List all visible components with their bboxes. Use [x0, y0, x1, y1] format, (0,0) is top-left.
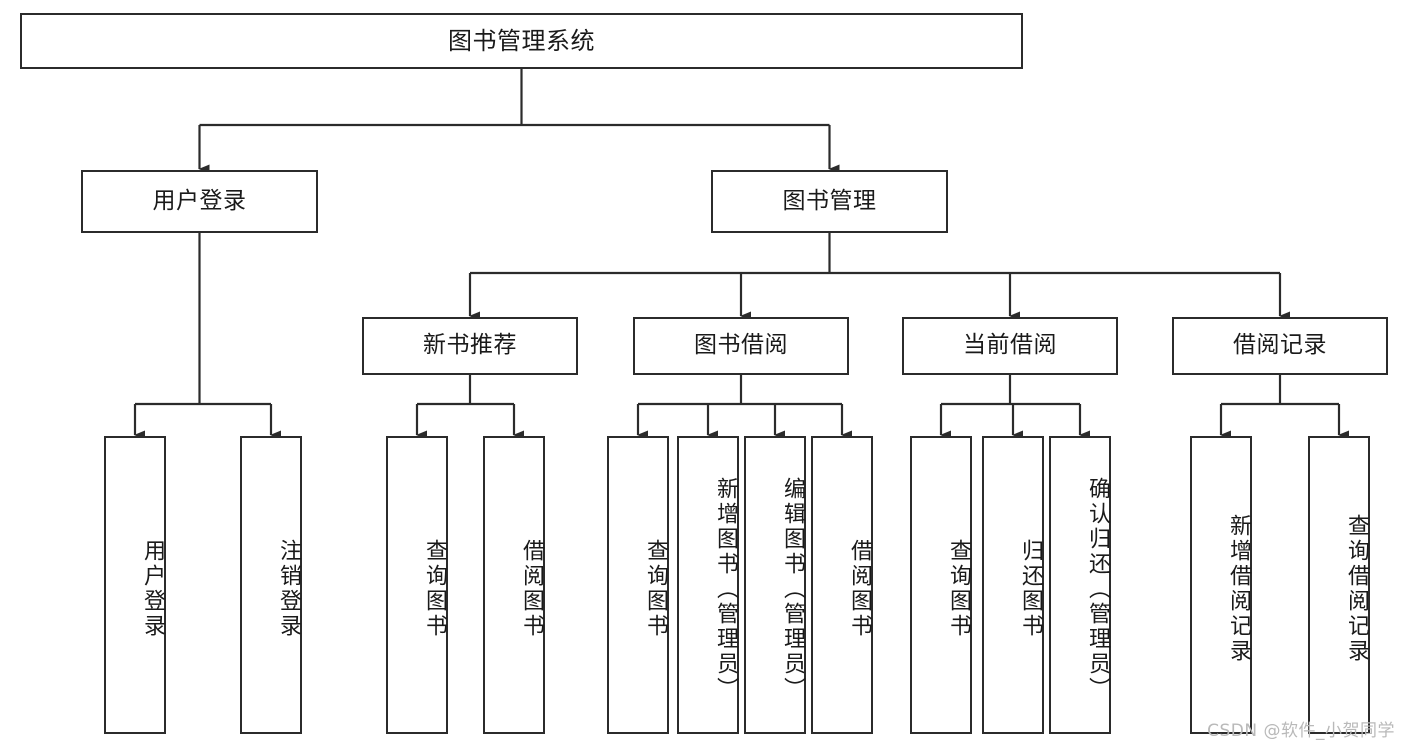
node-label: 用户登录 — [140, 539, 165, 639]
node-leaf12[interactable]: 新增借阅记录 — [1190, 436, 1252, 734]
node-label: 图书借阅 — [694, 332, 788, 359]
node-label: 用户登录 — [152, 187, 247, 214]
node-leaf13[interactable]: 查询借阅记录 — [1308, 436, 1370, 734]
node-label: 查询图书 — [422, 539, 447, 639]
node-borrow[interactable]: 图书借阅 — [633, 317, 849, 375]
node-label: 归还图书 — [1018, 539, 1043, 639]
node-leaf6[interactable]: 新增图书（管理员） — [677, 436, 739, 734]
node-label: 编辑图书（管理员） — [780, 476, 805, 702]
node-leaf5[interactable]: 查询图书 — [607, 436, 669, 734]
node-leaf3[interactable]: 查询图书 — [386, 436, 448, 734]
node-root[interactable]: 图书管理系统 — [20, 13, 1023, 69]
node-leaf4[interactable]: 借阅图书 — [483, 436, 545, 734]
node-label: 借阅图书 — [847, 539, 872, 639]
node-leaf10[interactable]: 归还图书 — [982, 436, 1044, 734]
node-label: 图书管理系统 — [448, 26, 595, 55]
node-label: 注销登录 — [276, 539, 301, 639]
node-label: 新书推荐 — [423, 332, 517, 359]
node-label: 查询借阅记录 — [1344, 514, 1369, 664]
node-leaf2[interactable]: 注销登录 — [240, 436, 302, 734]
node-current[interactable]: 当前借阅 — [902, 317, 1118, 375]
node-label: 图书管理 — [782, 187, 877, 214]
node-bookmgmt[interactable]: 图书管理 — [711, 170, 948, 233]
node-leaf7[interactable]: 编辑图书（管理员） — [744, 436, 806, 734]
node-label: 查询图书 — [643, 539, 668, 639]
node-label: 确认归还（管理员） — [1085, 476, 1110, 702]
node-leaf1[interactable]: 用户登录 — [104, 436, 166, 734]
node-leaf9[interactable]: 查询图书 — [910, 436, 972, 734]
node-leaf8[interactable]: 借阅图书 — [811, 436, 873, 734]
node-label: 新增借阅记录 — [1226, 514, 1251, 664]
node-login[interactable]: 用户登录 — [81, 170, 318, 233]
node-label: 查询图书 — [946, 539, 971, 639]
node-label: 借阅图书 — [519, 539, 544, 639]
node-newbook[interactable]: 新书推荐 — [362, 317, 578, 375]
watermark: CSDN @软件_小贺同学 — [1207, 721, 1395, 741]
node-leaf11[interactable]: 确认归还（管理员） — [1049, 436, 1111, 734]
node-label: 新增图书（管理员） — [713, 476, 738, 702]
node-label: 借阅记录 — [1233, 332, 1327, 359]
node-label: 当前借阅 — [963, 332, 1057, 359]
node-record[interactable]: 借阅记录 — [1172, 317, 1388, 375]
